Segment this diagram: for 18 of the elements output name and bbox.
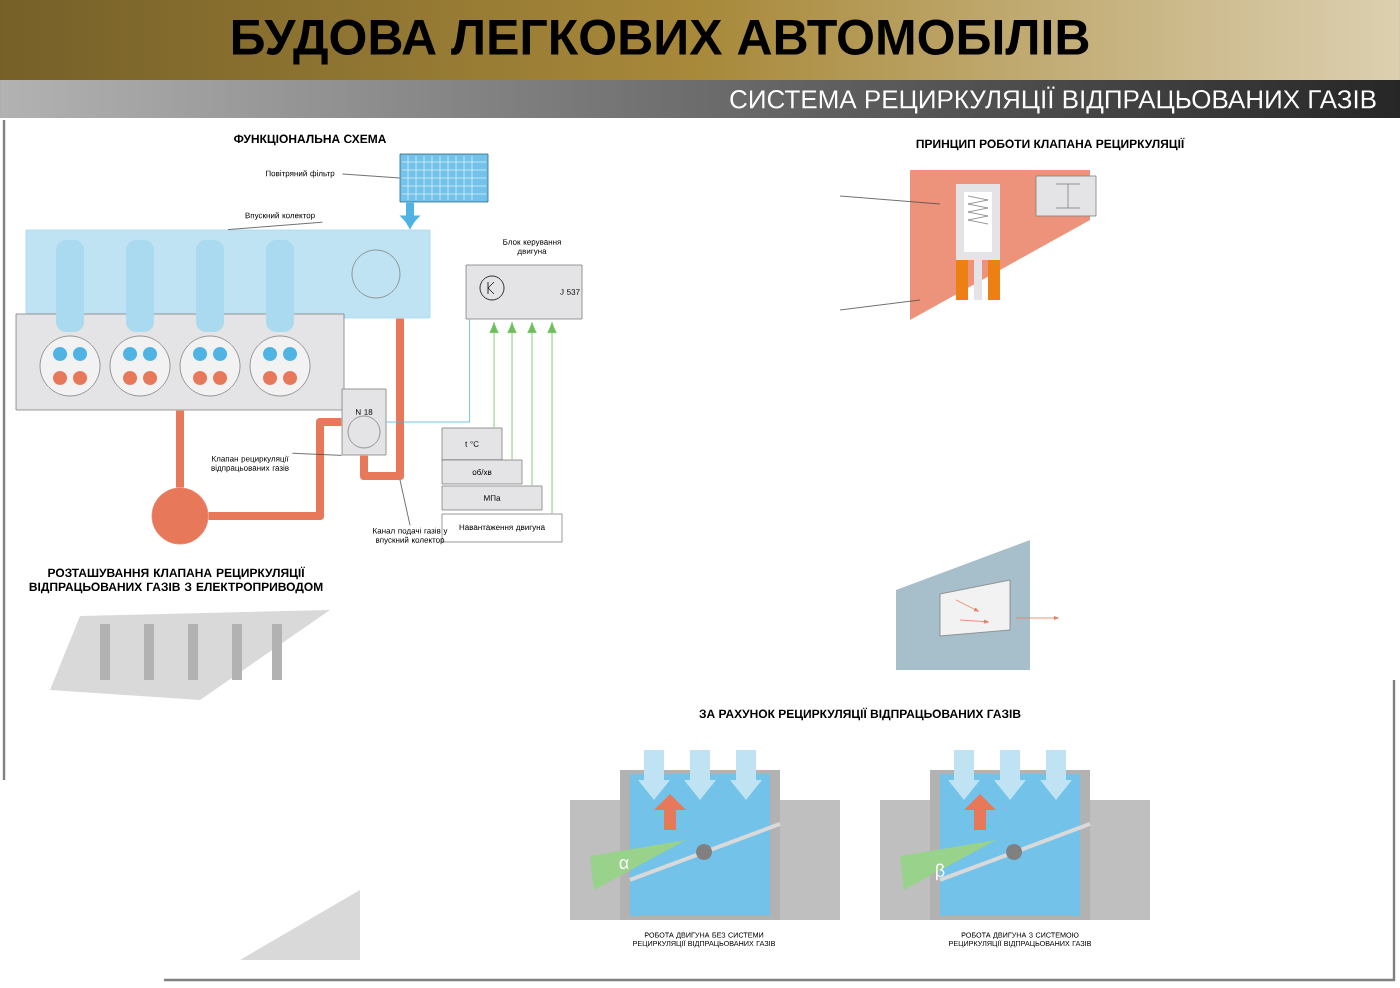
pipe	[401, 202, 419, 228]
pipe	[208, 418, 342, 520]
angle-symbol: β	[936, 863, 945, 881]
subtitle: СИСТЕМА РЕЦИРКУЛЯЦІЇ ВІДПРАЦЬОВАНИХ ГАЗІВ	[730, 86, 1376, 114]
wire	[547, 322, 557, 514]
exhaust-manifold	[151, 487, 209, 545]
wire	[527, 322, 537, 486]
leader-line	[292, 452, 342, 456]
wire	[386, 319, 470, 423]
pipe	[360, 318, 404, 480]
leader-line	[227, 221, 323, 230]
leader-line	[342, 173, 400, 179]
wire	[489, 322, 499, 428]
leader-line	[399, 479, 411, 526]
wire	[507, 322, 517, 460]
pipe	[176, 410, 184, 488]
title: БУДОВА ЛЕГКОВИХ АВТОМОБІЛІВ	[232, 19, 1089, 65]
angle-symbol: α	[619, 859, 629, 869]
